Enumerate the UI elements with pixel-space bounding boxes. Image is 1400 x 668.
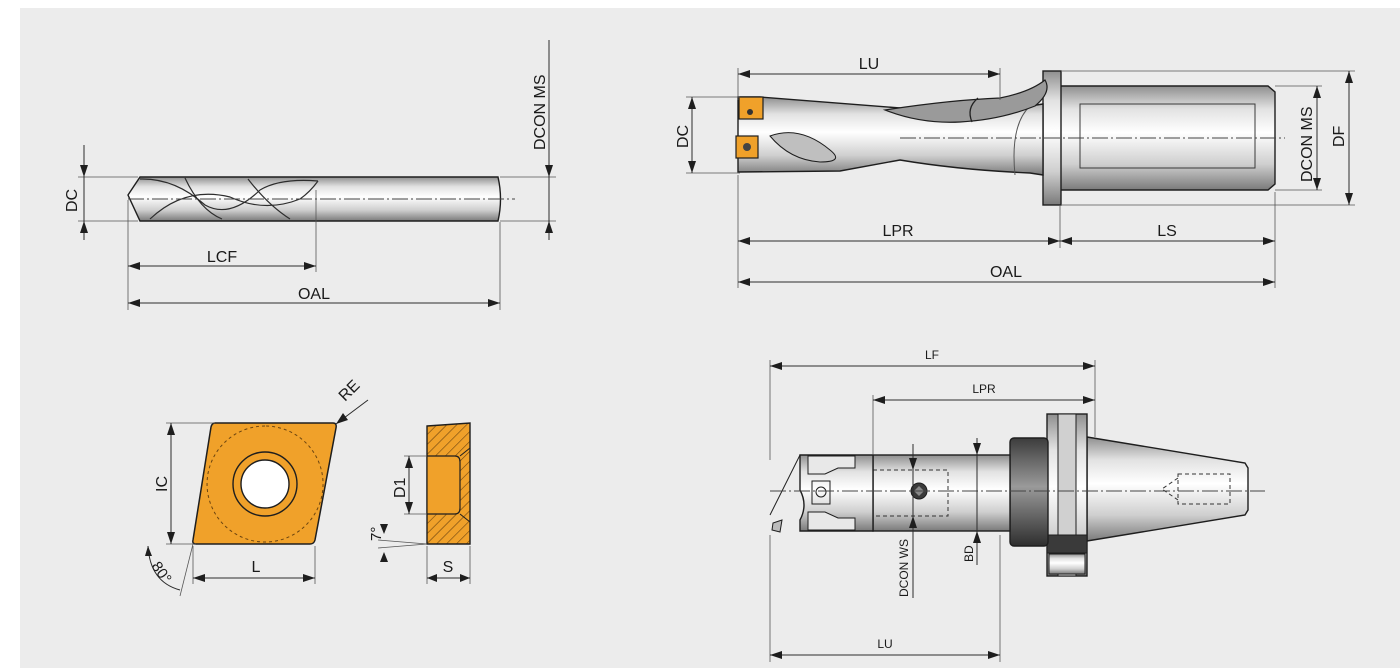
twist-drill-flutes xyxy=(139,177,319,220)
indexable-drill-lu-label: LU xyxy=(859,56,879,73)
insert-d1-label: D1 xyxy=(392,477,409,498)
indexable-drill-dc-label: DC xyxy=(675,125,692,148)
insert-re-label: RE xyxy=(336,377,364,405)
indexable-drill-insert-top xyxy=(738,96,764,120)
indexable-drill-flute xyxy=(882,79,1048,123)
boring-tool-bd-label: BD xyxy=(962,545,976,562)
insert-hole-outer xyxy=(232,451,298,517)
insert-ic-label: IC xyxy=(154,476,171,492)
insert-view: RE IC 80° L D1 7° xyxy=(145,377,471,597)
boring-tool-lu-label: LU xyxy=(877,637,892,651)
twist-drill-oal-label: OAL xyxy=(298,286,330,303)
insert-angle-label: 80° xyxy=(148,559,175,587)
indexable-drill-df-label: DF xyxy=(1331,125,1348,147)
boring-tool-body xyxy=(872,454,1011,532)
boring-tool-taper xyxy=(1086,436,1249,542)
boring-tool-view: LF LPR LU DCON WS BD xyxy=(769,348,1265,662)
twist-drill-dcon-ms-label: DCON MS xyxy=(532,74,549,150)
insert-inscribed-circle xyxy=(206,425,324,543)
twist-drill-dc-label: DC xyxy=(64,189,81,212)
twist-drill-lcf-label: LCF xyxy=(207,249,237,266)
insert-hole xyxy=(240,459,290,509)
indexable-drill-view: LU DC DCON MS DF LPR LS OA xyxy=(675,56,1355,288)
boring-tool-dcon-ws-label: DCON WS xyxy=(897,539,911,597)
insert-side-hole xyxy=(426,455,461,515)
indexable-drill-oal-label: OAL xyxy=(990,264,1022,281)
boring-tool-lf-label: LF xyxy=(925,348,939,362)
indexable-drill-ls-label: LS xyxy=(1157,223,1177,240)
boring-tool-lpr-label: LPR xyxy=(972,382,996,396)
insert-s-label: S xyxy=(443,559,454,576)
twist-drill-view: DC DCON MS LCF OAL xyxy=(64,40,556,310)
indexable-drill-dcon-ms-label: DCON MS xyxy=(1299,106,1316,182)
insert-l-label: L xyxy=(252,559,261,576)
insert-clearance-angle-label: 7° xyxy=(368,527,385,541)
indexable-drill-lpr-label: LPR xyxy=(882,223,913,240)
boring-tool-clamp-ring xyxy=(1009,437,1049,547)
